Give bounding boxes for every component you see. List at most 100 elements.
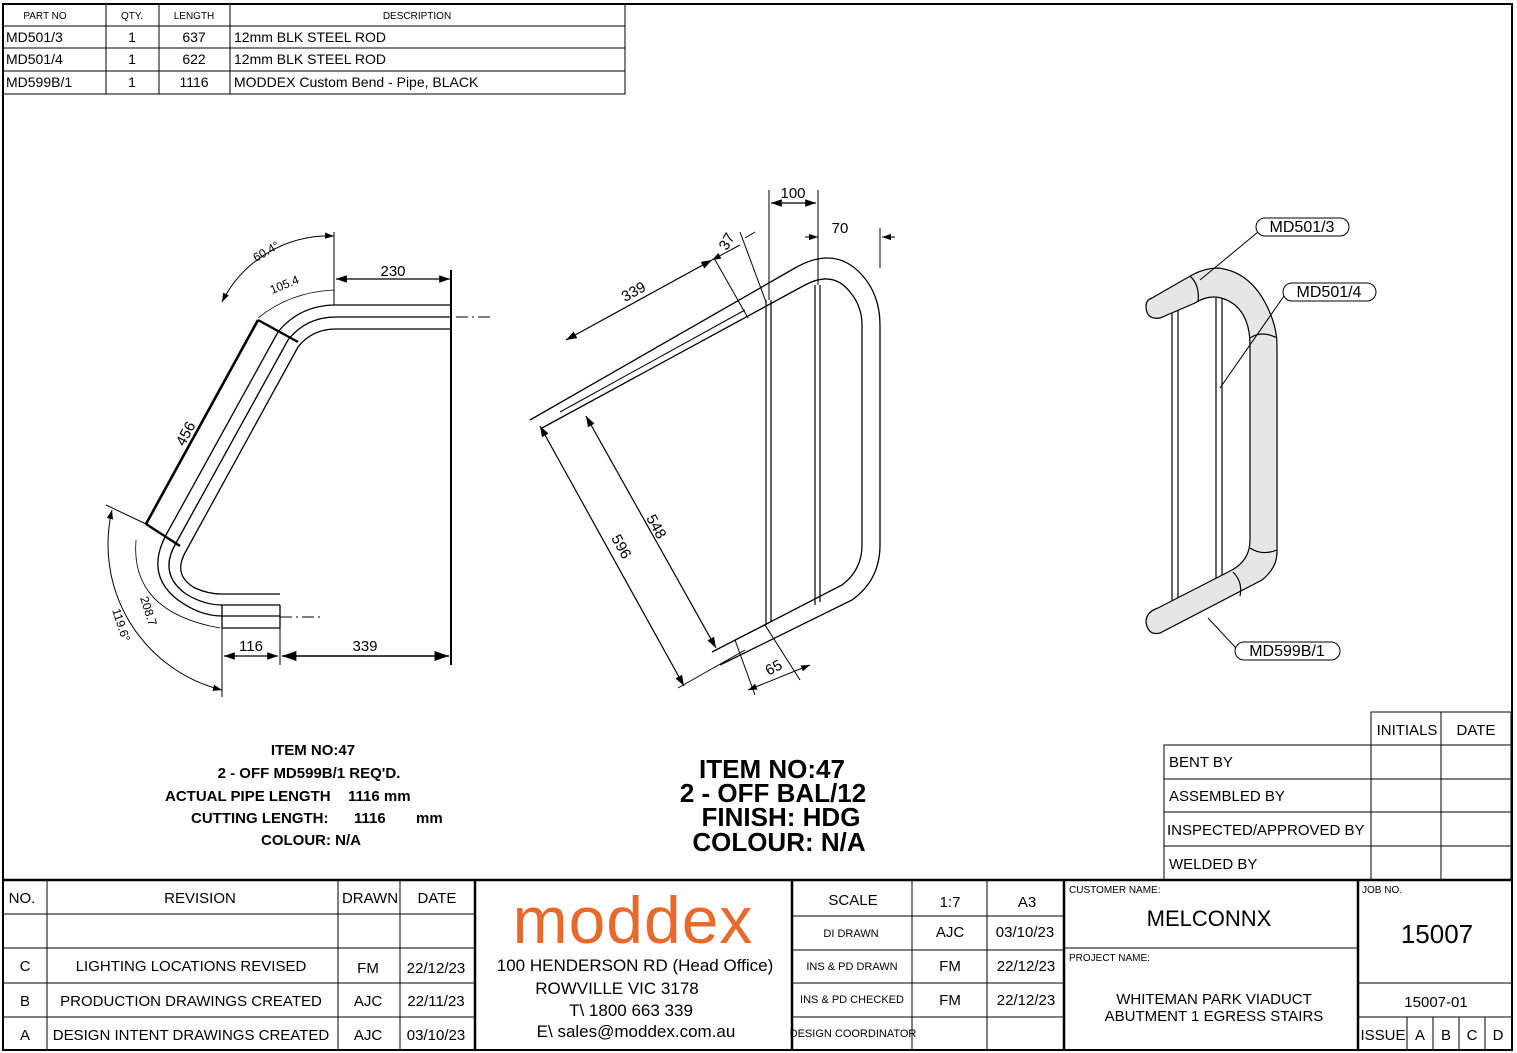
scale-row-date: 22/12/23 <box>997 992 1055 1009</box>
rev-cell: B <box>20 993 30 1010</box>
scale-row-initials: FM <box>939 992 961 1009</box>
note-item: ITEM NO:47 <box>271 742 355 759</box>
note-pipe-label: ACTUAL PIPE LENGTH <box>165 788 331 805</box>
parts-header-length: LENGTH <box>174 11 215 22</box>
parts-header-description: DESCRIPTION <box>383 11 451 22</box>
parts-header-part-no: PART NO <box>23 11 67 22</box>
parts-header-qty: QTY. <box>121 11 143 22</box>
signoff-table <box>1163 711 1512 881</box>
note-colour: COLOUR: N/A <box>261 832 361 849</box>
customer-block: CUSTOMER NAME: MELCONNX PROJECT NAME: WH… <box>1069 885 1323 1025</box>
rev-header-revision: REVISION <box>164 890 236 907</box>
dim-top-straight: 230 <box>380 263 405 280</box>
callout-md599b-1: MD599B/1 <box>1249 643 1325 660</box>
iso-view <box>1145 267 1278 635</box>
scale-row-date: 22/12/23 <box>997 958 1055 975</box>
rev-cell: DESIGN INTENT DRAWINGS CREATED <box>53 1027 330 1044</box>
scale-row-label: INS & PD CHECKED <box>800 994 904 1006</box>
parts-cell: 1 <box>128 51 136 67</box>
job-block: JOB NO. 15007 15007-01 ISSUE A B C D <box>1360 885 1503 1044</box>
callout-md501-4: MD501/4 <box>1297 284 1362 301</box>
dim-bottom-long: 339 <box>352 638 377 655</box>
rev-header-date: DATE <box>418 890 457 907</box>
parts-cell: 12mm BLK STEEL ROD <box>234 29 386 45</box>
center-colour: COLOUR: N/A <box>692 827 866 857</box>
rev-cell: C <box>20 958 31 975</box>
parts-cell: 622 <box>182 51 206 67</box>
dim-100: 100 <box>780 185 805 202</box>
notes-center: ITEM NO:47 2 - OFF BAL/12 FINISH: HDG CO… <box>680 754 866 857</box>
parts-cell: 1 <box>128 74 136 90</box>
signoff-header-date: DATE <box>1457 722 1496 739</box>
issue-label: ISSUE <box>1360 1027 1405 1044</box>
rev-cell: PRODUCTION DRAWINGS CREATED <box>60 993 322 1010</box>
signoff-header-initials: INITIALS <box>1377 722 1438 739</box>
signoff-row-label: ASSEMBLED BY <box>1169 788 1285 805</box>
signoff-row-label: BENT BY <box>1169 754 1233 771</box>
company-block: moddex 100 HENDERSON RD (Head Office) RO… <box>497 883 774 1041</box>
rev-header-no: NO. <box>9 890 36 907</box>
scale-value: 1:7 <box>940 894 961 911</box>
sheet-border <box>2 3 1513 1051</box>
note-pipe-value: 1116 mm <box>348 788 411 805</box>
job-label: JOB NO. <box>1362 885 1402 896</box>
rev-cell: AJC <box>354 1027 383 1044</box>
callout-md501-3: MD501/3 <box>1270 219 1335 236</box>
parts-cell: 1116 <box>179 74 208 90</box>
parts-cell: MODDEX Custom Bend - Pipe, BLACK <box>234 74 479 90</box>
issue-c: C <box>1467 1027 1478 1044</box>
parts-cell: MD599B/1 <box>6 74 72 90</box>
rev-header-drawn: DRAWN <box>342 890 398 907</box>
rev-cell: 22/11/23 <box>407 993 464 1010</box>
dim-65: 65 <box>763 657 786 680</box>
center-item: ITEM NO:47 <box>699 754 845 784</box>
scale-row-date: 03/10/23 <box>996 924 1054 941</box>
dim-arc-top: 105.4 <box>268 272 301 296</box>
dim-37: 37 <box>716 230 739 253</box>
company-phone: T\ 1800 663 339 <box>569 1001 693 1020</box>
title-block-frame <box>3 878 1512 1050</box>
center-off: 2 - OFF BAL/12 <box>680 778 866 808</box>
rev-cell: AJC <box>354 993 383 1010</box>
dim-angle-bottom: 119.6° <box>109 607 133 644</box>
dim-bottom-short: 116 <box>239 638 263 655</box>
company-address-2: ROWVILLE VIC 3178 <box>535 979 698 998</box>
dim-diagonal: 456 <box>173 419 200 449</box>
parts-cell: MD501/4 <box>6 51 63 67</box>
parts-cell: 637 <box>182 29 206 45</box>
dim-596: 596 <box>607 532 634 562</box>
issue-d: D <box>1493 1027 1504 1044</box>
callouts <box>1199 217 1377 661</box>
parts-cell: MD501/3 <box>6 29 63 45</box>
customer-name: MELCONNX <box>1147 906 1272 931</box>
rev-cell: LIGHTING LOCATIONS REVISED <box>76 958 307 975</box>
signoff-row-label: INSPECTED/APPROVED BY <box>1167 822 1365 839</box>
rev-cell: 22/12/23 <box>407 960 465 977</box>
note-cut-label: CUTTING LENGTH: <box>191 810 328 827</box>
signoff-row-label: WELDED BY <box>1169 856 1257 873</box>
sheet-size: A3 <box>1018 894 1036 911</box>
company-email: E\ sales@moddex.com.au <box>537 1022 736 1041</box>
scale-row-label: DI DRAWN <box>823 928 878 940</box>
dim-arc-bottom: 208.7 <box>137 595 160 628</box>
project-line-1: WHITEMAN PARK VIADUCT <box>1116 991 1312 1008</box>
customer-label: CUSTOMER NAME: <box>1069 885 1161 896</box>
note-req: 2 - OFF MD599B/1 REQ'D. <box>218 765 401 782</box>
parts-cell: 12mm BLK STEEL ROD <box>234 51 386 67</box>
scale-block: SCALE 1:7 A3 DI DRAWN AJC 03/10/23 INS &… <box>790 892 1056 1040</box>
parts-table: PART NO QTY. LENGTH DESCRIPTION MD501/3 … <box>2 3 626 95</box>
center-finish: FINISH: HDG <box>702 802 861 832</box>
front-view <box>529 190 895 696</box>
note-cut-value: 1116 <box>354 810 386 827</box>
issue-a: A <box>1415 1027 1425 1044</box>
revision-table: NO. REVISION DRAWN DATE C LIGHTING LOCAT… <box>9 890 466 1044</box>
moddex-logo: moddex <box>513 883 754 957</box>
rev-cell: A <box>20 1027 30 1044</box>
scale-row-label: INS & PD DRAWN <box>806 961 897 973</box>
dim-70: 70 <box>832 220 849 237</box>
note-cut-unit: mm <box>416 810 443 827</box>
project-line-2: ABUTMENT 1 EGRESS STAIRS <box>1105 1008 1324 1025</box>
company-address-1: 100 HENDERSON RD (Head Office) <box>497 956 774 975</box>
drawing-number: 15007-01 <box>1404 994 1467 1011</box>
